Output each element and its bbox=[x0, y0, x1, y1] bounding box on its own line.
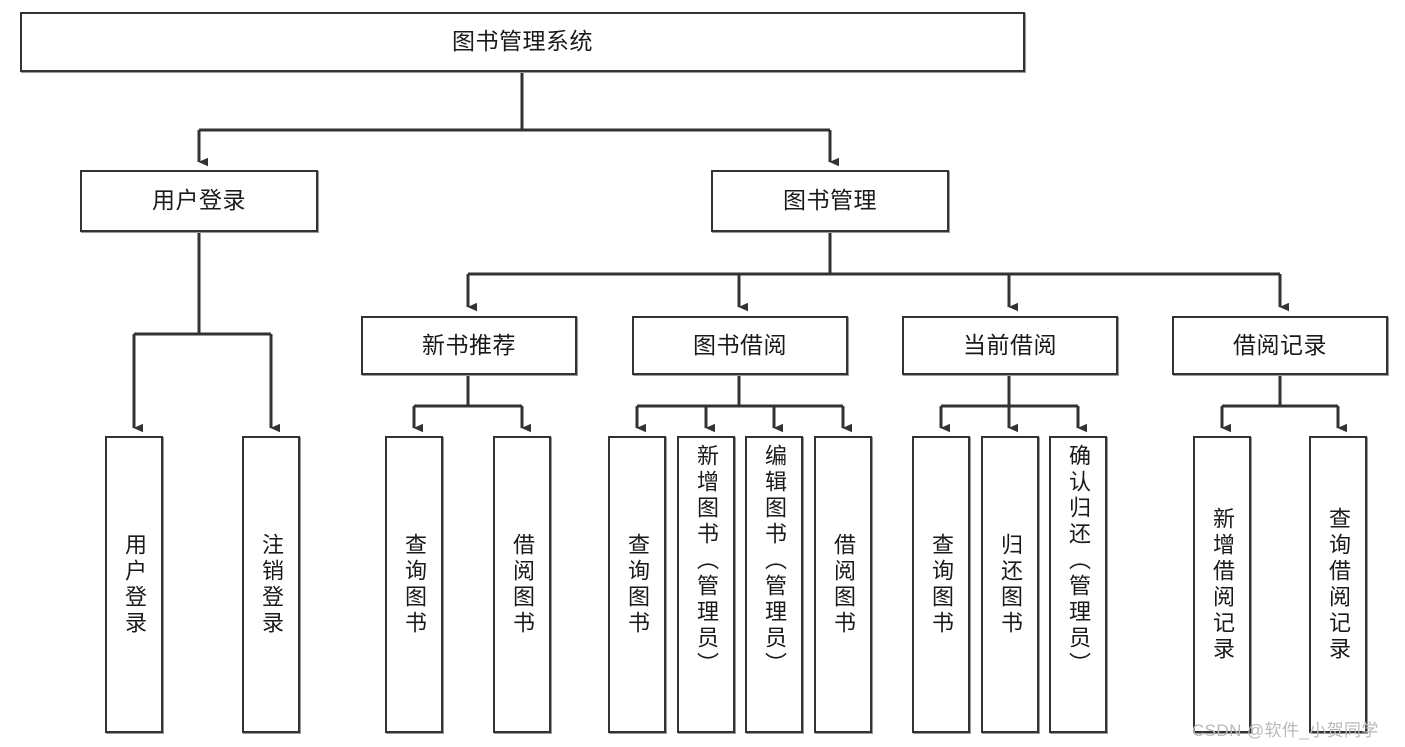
node-leaf-query-record[interactable]: 查询借阅记录 bbox=[1309, 436, 1367, 733]
node-leaf-return-book-label: 归还图书 bbox=[998, 532, 1023, 637]
node-leaf-query-book-1[interactable]: 查询图书 bbox=[385, 436, 443, 733]
node-new-book-recommend[interactable]: 新书推荐 bbox=[361, 316, 577, 375]
node-borrow-record[interactable]: 借阅记录 bbox=[1172, 316, 1388, 375]
node-leaf-logout-login[interactable]: 注销登录 bbox=[242, 436, 300, 733]
node-leaf-add-book[interactable]: 新增图书（管理员） bbox=[677, 436, 735, 733]
node-leaf-borrow-book-2[interactable]: 借阅图书 bbox=[814, 436, 872, 733]
node-leaf-edit-book-label: 编辑图书（管理员） bbox=[762, 444, 787, 678]
node-leaf-add-record[interactable]: 新增借阅记录 bbox=[1193, 436, 1251, 733]
node-book-borrow-label: 图书借阅 bbox=[693, 331, 787, 358]
node-leaf-confirm-return[interactable]: 确认归还（管理员） bbox=[1049, 436, 1107, 733]
node-leaf-return-book[interactable]: 归还图书 bbox=[981, 436, 1039, 733]
node-new-book-recommend-label: 新书推荐 bbox=[422, 331, 516, 358]
node-leaf-borrow-book-2-label: 借阅图书 bbox=[831, 532, 856, 637]
node-leaf-query-book-2-label: 查询图书 bbox=[625, 532, 650, 637]
node-leaf-add-book-label: 新增图书（管理员） bbox=[694, 444, 719, 678]
node-leaf-user-login-label: 用户登录 bbox=[122, 532, 147, 637]
node-leaf-query-book-3[interactable]: 查询图书 bbox=[912, 436, 970, 733]
node-book-management[interactable]: 图书管理 bbox=[711, 170, 949, 232]
node-root-system-label: 图书管理系统 bbox=[452, 28, 593, 55]
node-leaf-query-book-1-label: 查询图书 bbox=[402, 532, 427, 637]
node-current-borrow-label: 当前借阅 bbox=[963, 331, 1057, 358]
node-borrow-record-label: 借阅记录 bbox=[1233, 331, 1327, 358]
node-leaf-query-record-label: 查询借阅记录 bbox=[1326, 506, 1351, 663]
node-leaf-edit-book[interactable]: 编辑图书（管理员） bbox=[745, 436, 803, 733]
node-root-system[interactable]: 图书管理系统 bbox=[20, 12, 1025, 72]
node-leaf-query-book-2[interactable]: 查询图书 bbox=[608, 436, 666, 733]
node-current-borrow[interactable]: 当前借阅 bbox=[902, 316, 1118, 375]
node-leaf-borrow-book-1[interactable]: 借阅图书 bbox=[493, 436, 551, 733]
node-leaf-borrow-book-1-label: 借阅图书 bbox=[510, 532, 535, 637]
node-book-management-label: 图书管理 bbox=[783, 187, 877, 214]
node-user-login[interactable]: 用户登录 bbox=[80, 170, 318, 232]
node-leaf-logout-login-label: 注销登录 bbox=[259, 532, 284, 637]
node-user-login-label: 用户登录 bbox=[152, 187, 246, 214]
node-book-borrow[interactable]: 图书借阅 bbox=[632, 316, 848, 375]
node-leaf-query-book-3-label: 查询图书 bbox=[929, 532, 954, 637]
node-leaf-user-login[interactable]: 用户登录 bbox=[105, 436, 163, 733]
node-leaf-confirm-return-label: 确认归还（管理员） bbox=[1066, 444, 1091, 678]
node-leaf-add-record-label: 新增借阅记录 bbox=[1210, 506, 1235, 663]
csdn-watermark: CSDN @软件_小贺同学 bbox=[1192, 721, 1379, 740]
